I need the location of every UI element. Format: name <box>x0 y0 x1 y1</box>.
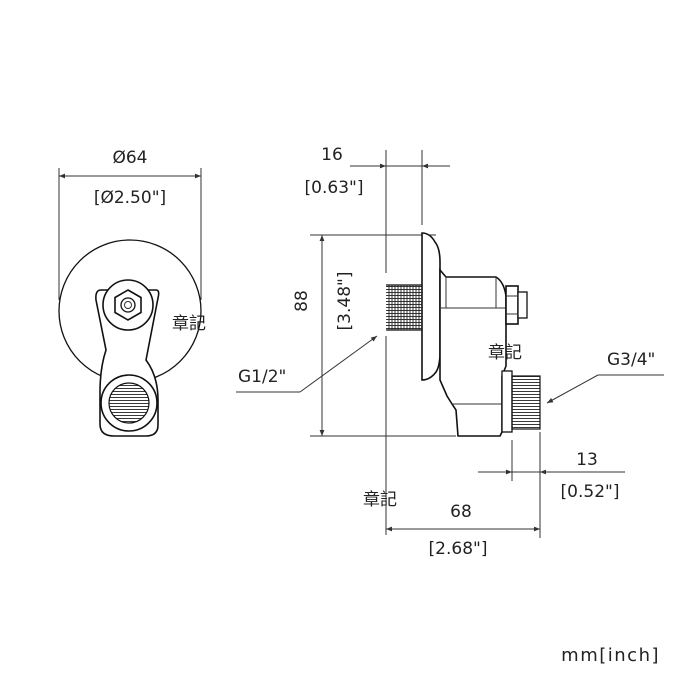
watermark-body: 章記 <box>488 343 522 363</box>
inlet-thread-leader-diagonal <box>299 335 378 393</box>
front-diameter-mm-label: Ø64 <box>112 148 147 168</box>
side-outlet-thread <box>511 375 541 430</box>
side-view: 16 [0.63"] 88 [3.48"] <box>236 145 664 559</box>
watermark-bottom: 章記 <box>363 490 397 510</box>
side-hex-nut <box>505 285 519 325</box>
front-view: Ø64 [Ø2.50"] <box>58 148 202 437</box>
outlet-length-in-label: [0.52"] <box>561 482 620 502</box>
front-nut-core <box>124 301 132 309</box>
outlet-length-mm-label: 13 <box>576 450 598 470</box>
inlet-thread-label: G1/2" <box>238 367 286 387</box>
flange-depth-mm-label: 16 <box>321 145 343 165</box>
front-outlet-thread <box>108 382 150 424</box>
height-in-label: [3.48"] <box>335 272 355 331</box>
side-flange-plate <box>421 232 441 381</box>
watermark-front: 章記 <box>172 314 206 334</box>
total-depth-mm-label: 68 <box>450 502 472 522</box>
total-depth-in-label: [2.68"] <box>429 539 488 559</box>
side-outlet-base <box>501 370 513 433</box>
outlet-thread-label: G3/4" <box>607 350 655 370</box>
front-diameter-in-label: [Ø2.50"] <box>94 188 166 208</box>
units-label: mm[inch] <box>561 645 660 666</box>
front-nut-bore <box>120 297 136 313</box>
height-mm-label: 88 <box>292 290 312 312</box>
outlet-thread-leader-diagonal <box>546 374 599 404</box>
side-nut-cap <box>517 291 528 319</box>
flange-depth-in-label: [0.63"] <box>305 178 364 198</box>
